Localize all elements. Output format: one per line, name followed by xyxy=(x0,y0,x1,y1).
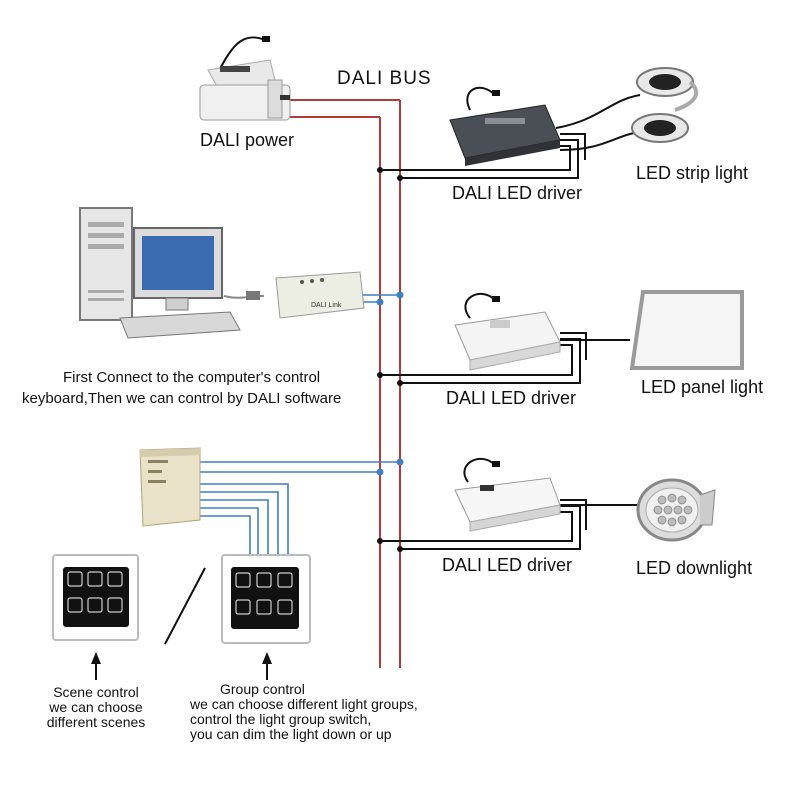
led-driver-3 xyxy=(454,457,561,532)
usb-adapter-text: DALI Link xyxy=(311,302,342,309)
scene-note-line1: Scene control xyxy=(53,684,139,700)
led-driver-1 xyxy=(449,86,561,166)
computer xyxy=(79,207,265,339)
dali-bus-label: DALI BUS xyxy=(337,68,432,89)
led-panel-light xyxy=(629,290,744,370)
computer-note-line1: First Connect to the computer's control xyxy=(63,369,321,386)
computer-note-line2: keyboard,Then we can control by DALI sof… xyxy=(22,390,342,407)
group-control-panel xyxy=(221,554,311,644)
group-note-line3: control the light group switch, xyxy=(190,711,372,727)
dali-controller-box xyxy=(139,447,201,527)
group-note-line2: we can choose different light groups, xyxy=(190,696,418,712)
group-note-line1: Group control xyxy=(220,681,305,697)
led-driver-2 xyxy=(454,293,561,371)
led-strip-light xyxy=(631,67,699,143)
signal-junctions xyxy=(376,291,404,476)
scene-note-line2: we can choose xyxy=(49,699,143,715)
driver-wiring xyxy=(380,94,641,550)
dali-power-supply xyxy=(199,36,291,121)
signal-wiring xyxy=(198,294,400,555)
led-panel-light-label: LED panel light xyxy=(641,377,764,397)
scene-control-panel xyxy=(52,554,139,641)
usb-dali-adapter xyxy=(275,271,365,319)
driver-1-label: DALI LED driver xyxy=(452,183,583,203)
led-strip-light-label: LED strip light xyxy=(636,163,749,183)
driver-2-label: DALI LED driver xyxy=(446,388,577,408)
driver-3-label: DALI LED driver xyxy=(442,555,573,575)
dali-power-label: DALI power xyxy=(200,130,295,150)
led-downlight xyxy=(636,478,716,542)
group-arrow xyxy=(262,652,272,680)
separator-slash xyxy=(164,567,206,645)
led-downlight-label: LED downlight xyxy=(636,558,753,578)
bus-junctions xyxy=(377,167,403,552)
group-note-line4: you can dim the light down or up xyxy=(190,726,392,742)
scene-note-line3: different scenes xyxy=(46,714,146,730)
scene-arrow xyxy=(91,652,101,680)
